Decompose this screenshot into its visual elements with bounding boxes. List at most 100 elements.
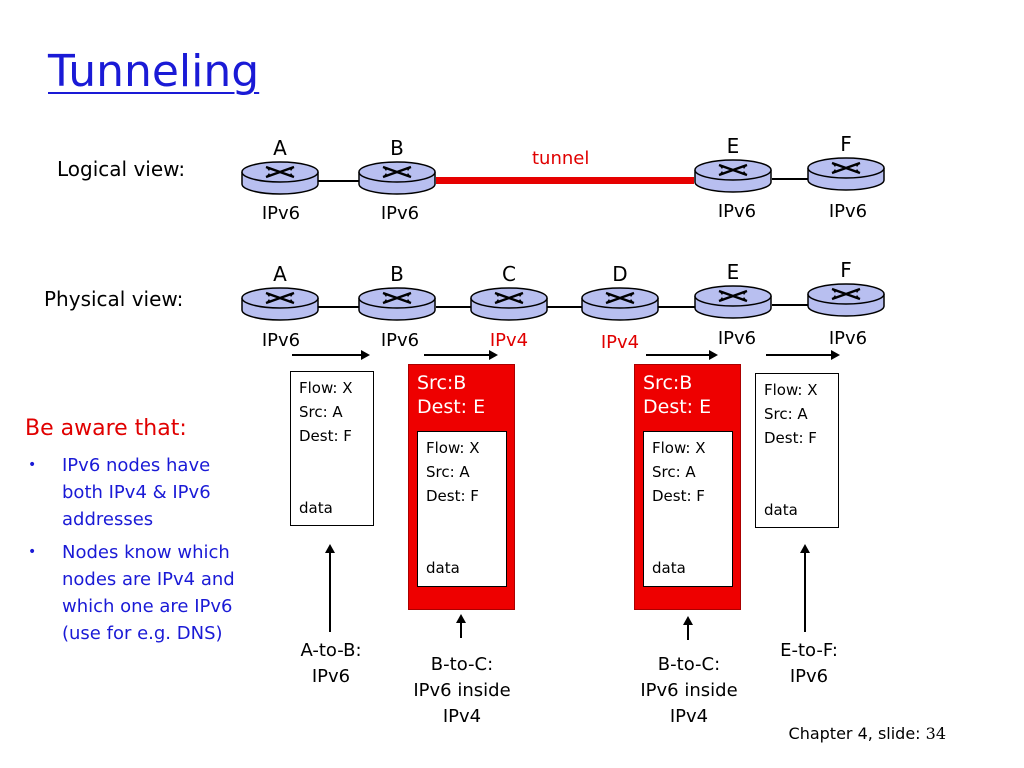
router-icon <box>806 156 886 192</box>
router-icon <box>693 158 773 194</box>
physical-view-label: Physical view: <box>44 287 184 311</box>
caption-b-to-c: B-to-C: IPv6 inside IPv4 <box>396 652 528 730</box>
bullet-dot-icon: • <box>28 544 37 560</box>
caption-line: IPv4 <box>442 706 482 727</box>
outer-header-src: Src:B <box>417 372 467 394</box>
packet-gap <box>652 508 724 556</box>
packet-e-to-f: Flow: X Src: A Dest: F data <box>755 373 839 528</box>
packet-gap <box>426 508 498 556</box>
packet-dest: Dest: F <box>652 487 705 505</box>
inner-packet: Flow: X Src: A Dest: F data <box>417 431 507 587</box>
logical-node-b-letter: B <box>390 136 404 160</box>
logical-node-a-proto: IPv6 <box>261 203 301 224</box>
physical-node-b-proto: IPv6 <box>380 330 420 351</box>
packet-data: data <box>299 499 333 517</box>
logical-link-a-b <box>318 180 362 182</box>
packet-gap <box>764 450 830 498</box>
physical-node-c-letter: C <box>502 262 516 286</box>
packet-src: Src: A <box>652 463 696 481</box>
logical-node-f-proto: IPv6 <box>828 201 868 222</box>
packet-dest: Dest: F <box>299 427 352 445</box>
logical-node-e-proto: IPv6 <box>717 201 757 222</box>
physical-node-e-letter: E <box>726 260 740 284</box>
slide-footer: Chapter 4, slide: 34 <box>789 724 946 743</box>
router-icon <box>357 286 437 322</box>
router-icon <box>693 284 773 320</box>
slide-number: 34 <box>925 724 946 743</box>
caption-line: A-to-B: <box>300 640 362 661</box>
physical-node-b-letter: B <box>390 262 404 286</box>
footer-text: Chapter 4, slide: <box>788 724 926 743</box>
caption-line: B-to-C: <box>430 654 494 675</box>
physical-node-d-proto: IPv4 <box>600 332 640 353</box>
aware-bullet: • IPv6 nodes have both IPv4 & IPv6 addre… <box>28 452 248 533</box>
router-icon <box>240 286 320 322</box>
aware-bullet-list: • IPv6 nodes have both IPv4 & IPv6 addre… <box>28 452 248 653</box>
caption-d-to-e: B-to-C: IPv6 inside IPv4 <box>623 652 755 730</box>
router-icon <box>240 160 320 196</box>
caption-line: B-to-C: <box>657 654 721 675</box>
packet-a-to-b: Flow: X Src: A Dest: F data <box>290 371 374 526</box>
router-icon <box>469 286 549 322</box>
packet-flow: Flow: X <box>426 439 480 457</box>
packet-data: data <box>652 559 686 577</box>
caption-a-to-b: A-to-B: IPv6 <box>276 638 386 690</box>
caption-line: IPv4 <box>669 706 709 727</box>
bullet-dot-icon: • <box>28 457 37 473</box>
outer-header-dest: Dest: E <box>417 396 486 418</box>
caption-e-to-f: E-to-F: IPv6 <box>754 638 864 690</box>
physical-link <box>436 306 472 308</box>
direction-arrow-icon <box>766 350 840 360</box>
aware-bullet: • Nodes know which nodes are IPv4 and wh… <box>28 539 248 647</box>
up-arrow-icon <box>325 544 335 632</box>
physical-node-f-letter: F <box>840 258 852 282</box>
outer-header-dest: Dest: E <box>643 396 712 418</box>
direction-arrow-icon <box>646 350 718 360</box>
up-arrow-icon <box>800 544 810 632</box>
packet-b-to-c-encapsulated: Src:B Dest: E Flow: X Src: A Dest: F dat… <box>408 364 515 610</box>
physical-link <box>772 304 810 306</box>
physical-node-a-letter: A <box>273 262 287 286</box>
packet-gap <box>299 448 365 496</box>
physical-link <box>658 306 696 308</box>
caption-line: IPv6 inside <box>640 680 738 701</box>
logical-link-e-f <box>772 178 810 180</box>
direction-arrow-icon <box>424 350 498 360</box>
packet-dest: Dest: F <box>426 487 479 505</box>
aware-title: Be aware that: <box>25 416 187 441</box>
logical-node-f-letter: F <box>840 132 852 156</box>
packet-dest: Dest: F <box>764 429 817 447</box>
packet-flow: Flow: X <box>652 439 706 457</box>
caption-line: IPv6 <box>789 666 829 687</box>
inner-packet: Flow: X Src: A Dest: F data <box>643 431 733 587</box>
packet-flow: Flow: X <box>764 381 818 399</box>
physical-link <box>546 306 582 308</box>
physical-node-f-proto: IPv6 <box>828 328 868 349</box>
direction-arrow-icon <box>292 350 370 360</box>
up-arrow-icon <box>683 616 693 640</box>
router-icon <box>806 282 886 318</box>
physical-node-a-proto: IPv6 <box>261 330 301 351</box>
router-icon <box>357 160 437 196</box>
logical-node-b-proto: IPv6 <box>380 203 420 224</box>
physical-node-e-proto: IPv6 <box>717 328 757 349</box>
outer-header-src: Src:B <box>643 372 693 394</box>
physical-link <box>318 306 362 308</box>
caption-line: IPv6 <box>311 666 351 687</box>
logical-view-label: Logical view: <box>57 157 186 181</box>
caption-line: IPv6 inside <box>413 680 511 701</box>
packet-src: Src: A <box>426 463 470 481</box>
router-icon <box>580 286 660 322</box>
up-arrow-icon <box>456 614 466 638</box>
aware-bullet-text: Nodes know which nodes are IPv4 and whic… <box>62 542 235 644</box>
logical-node-e-letter: E <box>726 134 740 158</box>
packet-flow: Flow: X <box>299 379 353 397</box>
slide-title: Tunneling <box>48 46 260 97</box>
physical-node-c-proto: IPv4 <box>489 330 529 351</box>
packet-data: data <box>764 501 798 519</box>
tunnel-line <box>436 177 694 184</box>
logical-node-a-letter: A <box>273 136 287 160</box>
tunnel-label: tunnel <box>532 148 590 169</box>
caption-line: E-to-F: <box>780 640 838 661</box>
packet-src: Src: A <box>299 403 343 421</box>
